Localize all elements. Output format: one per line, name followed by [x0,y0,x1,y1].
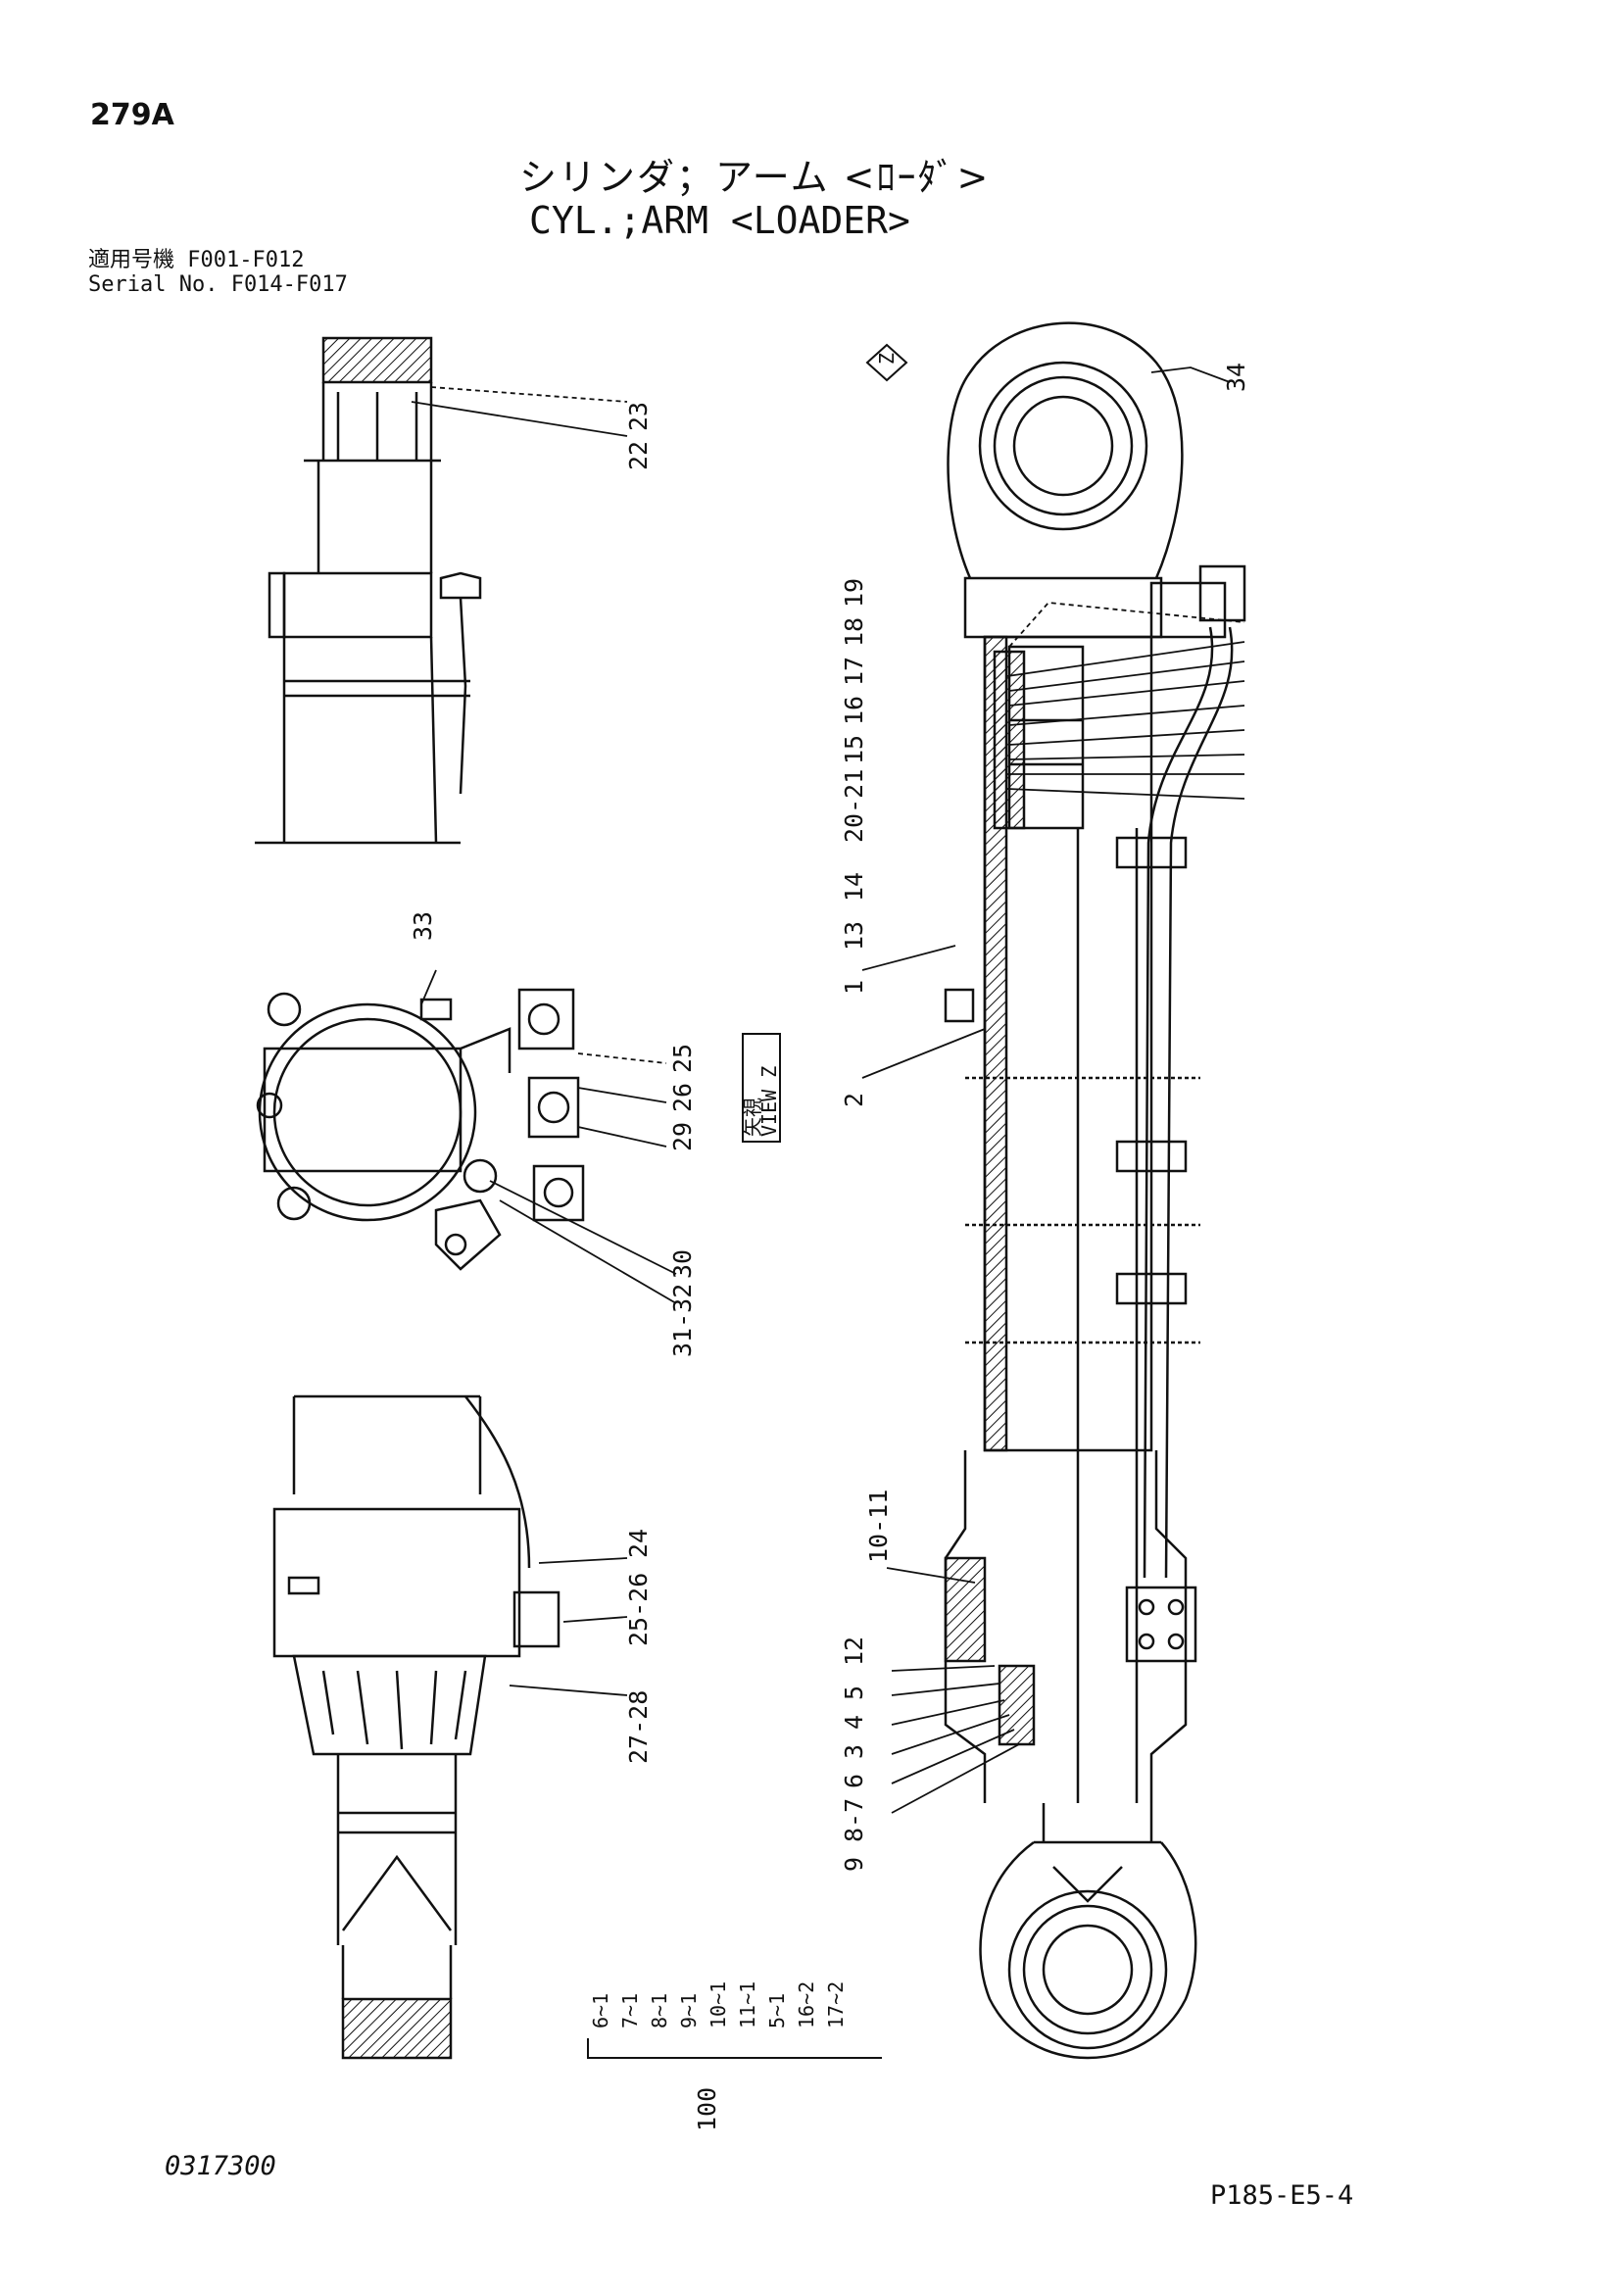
callout-22: 22 [624,441,653,470]
callout-29: 29 [668,1122,697,1151]
callout-5: 5 [840,1685,868,1700]
callout-34: 34 [1222,363,1250,392]
callout-18: 18 [840,617,868,647]
kit-number: 100 [693,2087,721,2131]
view-arrow-z [865,343,908,382]
callout-12: 12 [840,1637,868,1666]
callout-31-32: 31-32 [668,1284,697,1357]
callout-20-21: 20-21 [840,769,868,843]
view-arrow-letter: Z [875,353,899,365]
view-z-detail [256,988,585,1271]
drawing-code: 0317300 [165,2151,276,2181]
callout-14: 14 [840,872,868,902]
callout-25: 25 [668,1044,697,1073]
callout-26: 26 [668,1083,697,1112]
main-cylinder [944,321,1246,2060]
callout-2: 2 [840,1093,868,1107]
kit-item: 7~1 [618,1993,642,2028]
callout-33: 33 [409,911,437,941]
top-end-detail [255,336,482,845]
view-z-label-japanese: 矢視 [741,1098,764,1137]
view-z-box [742,1033,781,1143]
callout-10-11: 10-11 [864,1490,893,1563]
serial-range-japanese: 適用号機 F001-F012 [88,248,305,272]
title-english: CYL.;ARM <LOADER> [529,199,910,242]
callout-15: 15 [840,735,868,764]
kit-item: 5~1 [765,1993,789,2028]
kit-item: 9~1 [677,1993,701,2028]
callout-6: 6 [840,1774,868,1788]
kit-item: 6~1 [589,1993,612,2028]
callout-3: 3 [840,1744,868,1759]
kit-item: 17~2 [824,1981,848,2028]
kit-item: 10~1 [707,1981,730,2028]
page-number: 279A [90,98,174,132]
title-japanese: シリンダ；アーム <ﾛｰﾀﾞ> [519,156,991,199]
kit-item: 16~2 [795,1981,818,2028]
callout-23: 23 [624,402,653,431]
callout-27-28: 27-28 [624,1690,653,1764]
callout-8-7: 8-7 [840,1798,868,1842]
callout-9: 9 [840,1857,868,1872]
callout-13: 13 [840,921,868,951]
bottom-end-detail [272,1394,560,2060]
callout-4: 4 [840,1715,868,1730]
callout-16: 16 [840,696,868,725]
callout-24: 24 [624,1529,653,1558]
view-z-label-english: VIEW Z [757,1066,781,1137]
serial-range-english: Serial No. F014-F017 [88,272,348,297]
kit-brace [587,2038,882,2059]
seal-kit-list: 100 6~1 7~1 8~1 9~1 10~1 11~1 5~1 16~2 1… [589,1981,848,2131]
leader-lines [411,366,1245,1814]
kit-item: 8~1 [648,1993,671,2028]
callout-1: 1 [840,980,868,995]
page-reference: P185-E5-4 [1210,2180,1354,2211]
callout-17: 17 [840,657,868,686]
callout-25-26: 25-26 [624,1573,653,1646]
kit-item: 11~1 [736,1981,759,2028]
callout-19: 19 [840,578,868,608]
callout-30: 30 [668,1249,697,1279]
callout-labels: 34 19 18 17 16 15 20-21 14 13 1 2 10-11 … [409,353,1250,1872]
